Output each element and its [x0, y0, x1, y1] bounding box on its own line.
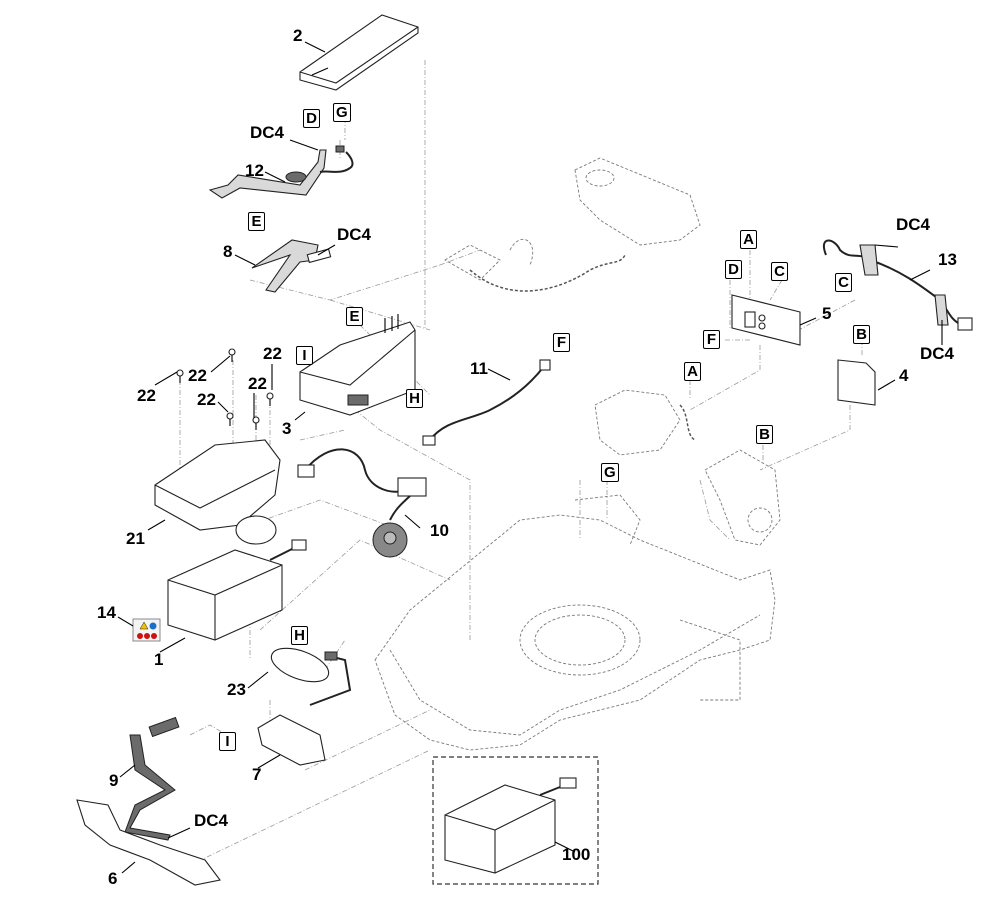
- part-label-3: 3: [282, 419, 292, 438]
- part-100-box: [432, 756, 599, 885]
- part-label-7: 7: [252, 765, 262, 784]
- ref-marker-h: H: [406, 389, 423, 408]
- part-7-base: [257, 714, 326, 766]
- part-label-22: 22: [248, 374, 267, 393]
- connector-label-dc4: DC4: [896, 215, 931, 234]
- part-2-cover-plate: [299, 14, 419, 91]
- ref-marker-i: I: [219, 732, 236, 751]
- part-13-harness: [823, 239, 973, 331]
- part-label-11: 11: [470, 359, 488, 378]
- part-label-21: 21: [126, 529, 145, 548]
- part-3-bracket: [299, 314, 416, 416]
- part-9-ribbon-cable: [124, 716, 180, 841]
- part-label-1: 1: [154, 650, 164, 669]
- ref-marker-c: C: [835, 273, 852, 292]
- part-label-100: 100: [562, 845, 591, 864]
- screws-22: [176, 348, 274, 430]
- part-12-harness: [208, 145, 354, 199]
- ref-marker-h: H: [291, 626, 308, 645]
- part-23-gasket: [270, 647, 352, 706]
- connector-label-dc4: DC4: [920, 344, 955, 363]
- connector-label-dc4: DC4: [194, 811, 229, 830]
- ghost-motor-a: [594, 389, 696, 456]
- ref-marker-d: D: [725, 260, 742, 279]
- part-5-pcb: [731, 294, 801, 346]
- connector-label-dc4: DC4: [337, 225, 372, 244]
- part-label-22: 22: [188, 366, 207, 385]
- part-4-pcb: [837, 359, 876, 406]
- ref-marker-a: A: [684, 362, 701, 381]
- ref-marker-d: D: [303, 109, 320, 128]
- ref-marker-g: G: [333, 103, 351, 122]
- part-label-4: 4: [899, 366, 909, 385]
- leader-lines: [117, 41, 943, 874]
- part-label-6: 6: [108, 869, 118, 888]
- part-21-housing: [154, 439, 281, 545]
- part-label-9: 9: [109, 771, 119, 790]
- part-label-12: 12: [245, 161, 264, 180]
- ref-marker-f: F: [553, 333, 570, 352]
- ghost-motor-b: [704, 449, 781, 546]
- ref-marker-g: G: [601, 463, 619, 482]
- part-label-13: 13: [938, 250, 957, 269]
- ref-marker-c: C: [771, 262, 788, 281]
- ref-marker-f: F: [703, 330, 720, 349]
- part-label-14: 14: [97, 603, 116, 622]
- ref-marker-b: B: [853, 325, 870, 344]
- ref-marker-e: E: [346, 307, 363, 326]
- part-label-22: 22: [197, 390, 216, 409]
- part-14-warning-sticker: [132, 618, 161, 642]
- part-label-5: 5: [822, 304, 832, 323]
- part-6-plate: [76, 799, 221, 886]
- ref-marker-i: I: [296, 346, 313, 365]
- ghost-chassis: [374, 494, 776, 751]
- part-11-cable: [422, 359, 551, 446]
- part-label-23: 23: [227, 680, 246, 699]
- ref-marker-a: A: [740, 230, 757, 249]
- part-1-battery: [167, 539, 307, 641]
- part-label-22: 22: [137, 386, 156, 405]
- part-label-2: 2: [293, 26, 303, 45]
- part-label-10: 10: [430, 521, 449, 540]
- part-label-8: 8: [223, 242, 233, 261]
- ghost-display-unit: [444, 157, 701, 292]
- connector-label-dc4: DC4: [250, 123, 285, 142]
- part-label-22: 22: [263, 344, 282, 363]
- part-10-coil-harness: [297, 448, 427, 558]
- ref-marker-b: B: [756, 425, 773, 444]
- ref-marker-e: E: [248, 212, 265, 231]
- part-8-ribbon-cable: [251, 239, 332, 293]
